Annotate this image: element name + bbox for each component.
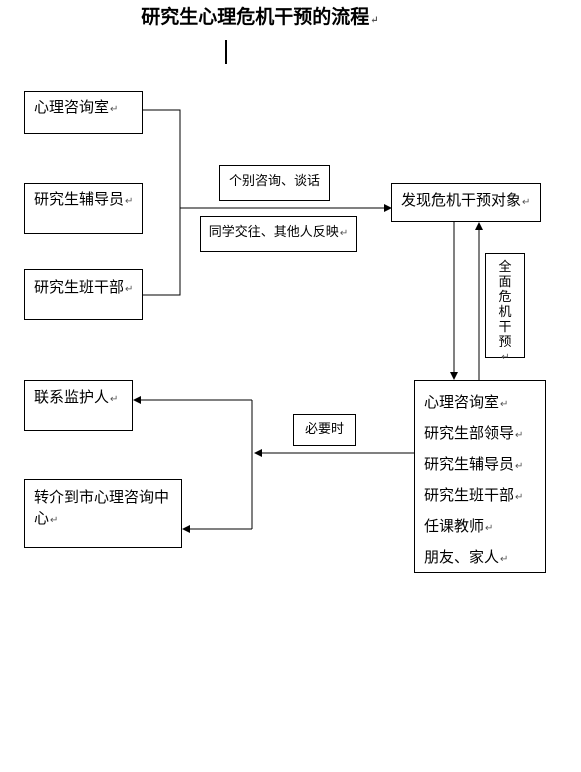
source-box-class-cadre: 研究生班干部↵ [24, 269, 143, 320]
channel-label-peer-report: 同学交往、其他人反映↵ [200, 216, 357, 252]
responders-box: 心理咨询室↵ 研究生部领导↵ 研究生辅导员↵ 研究生班干部↵ 任课教师↵ 朋友、… [414, 380, 546, 573]
outcome-box-contact-guardian: 联系监护人↵ [24, 380, 133, 431]
condition-label-when-necessary: 必要时 [293, 414, 356, 446]
responder-item: 研究生辅导员↵ [424, 455, 524, 473]
responder-item: 任课教师↵ [424, 517, 494, 535]
responder-item: 研究生班干部↵ [424, 486, 524, 504]
channel-label-individual-talk: 个别咨询、谈话 [219, 165, 330, 201]
responder-item: 心理咨询室↵ [424, 393, 509, 411]
vertical-label-comprehensive-intervention: 全 面 危 机 干 预 ↵ [485, 253, 525, 363]
page-title: 研究生心理危机干预的流程↵ [141, 6, 379, 28]
text-cursor [225, 40, 227, 64]
source-box-counseling-room: 心理咨询室↵ [24, 91, 143, 134]
source-bracket [143, 109, 181, 296]
responder-item: 研究生部领导↵ [424, 424, 524, 442]
responder-item: 朋友、家人↵ [424, 548, 509, 566]
target-box-identify-crisis: 发现危机干预对象↵ [391, 183, 541, 222]
source-box-counselor: 研究生辅导员↵ [24, 183, 143, 234]
outcome-box-referral-city-center: 转介到市心理咨询中心↵ [24, 479, 182, 548]
